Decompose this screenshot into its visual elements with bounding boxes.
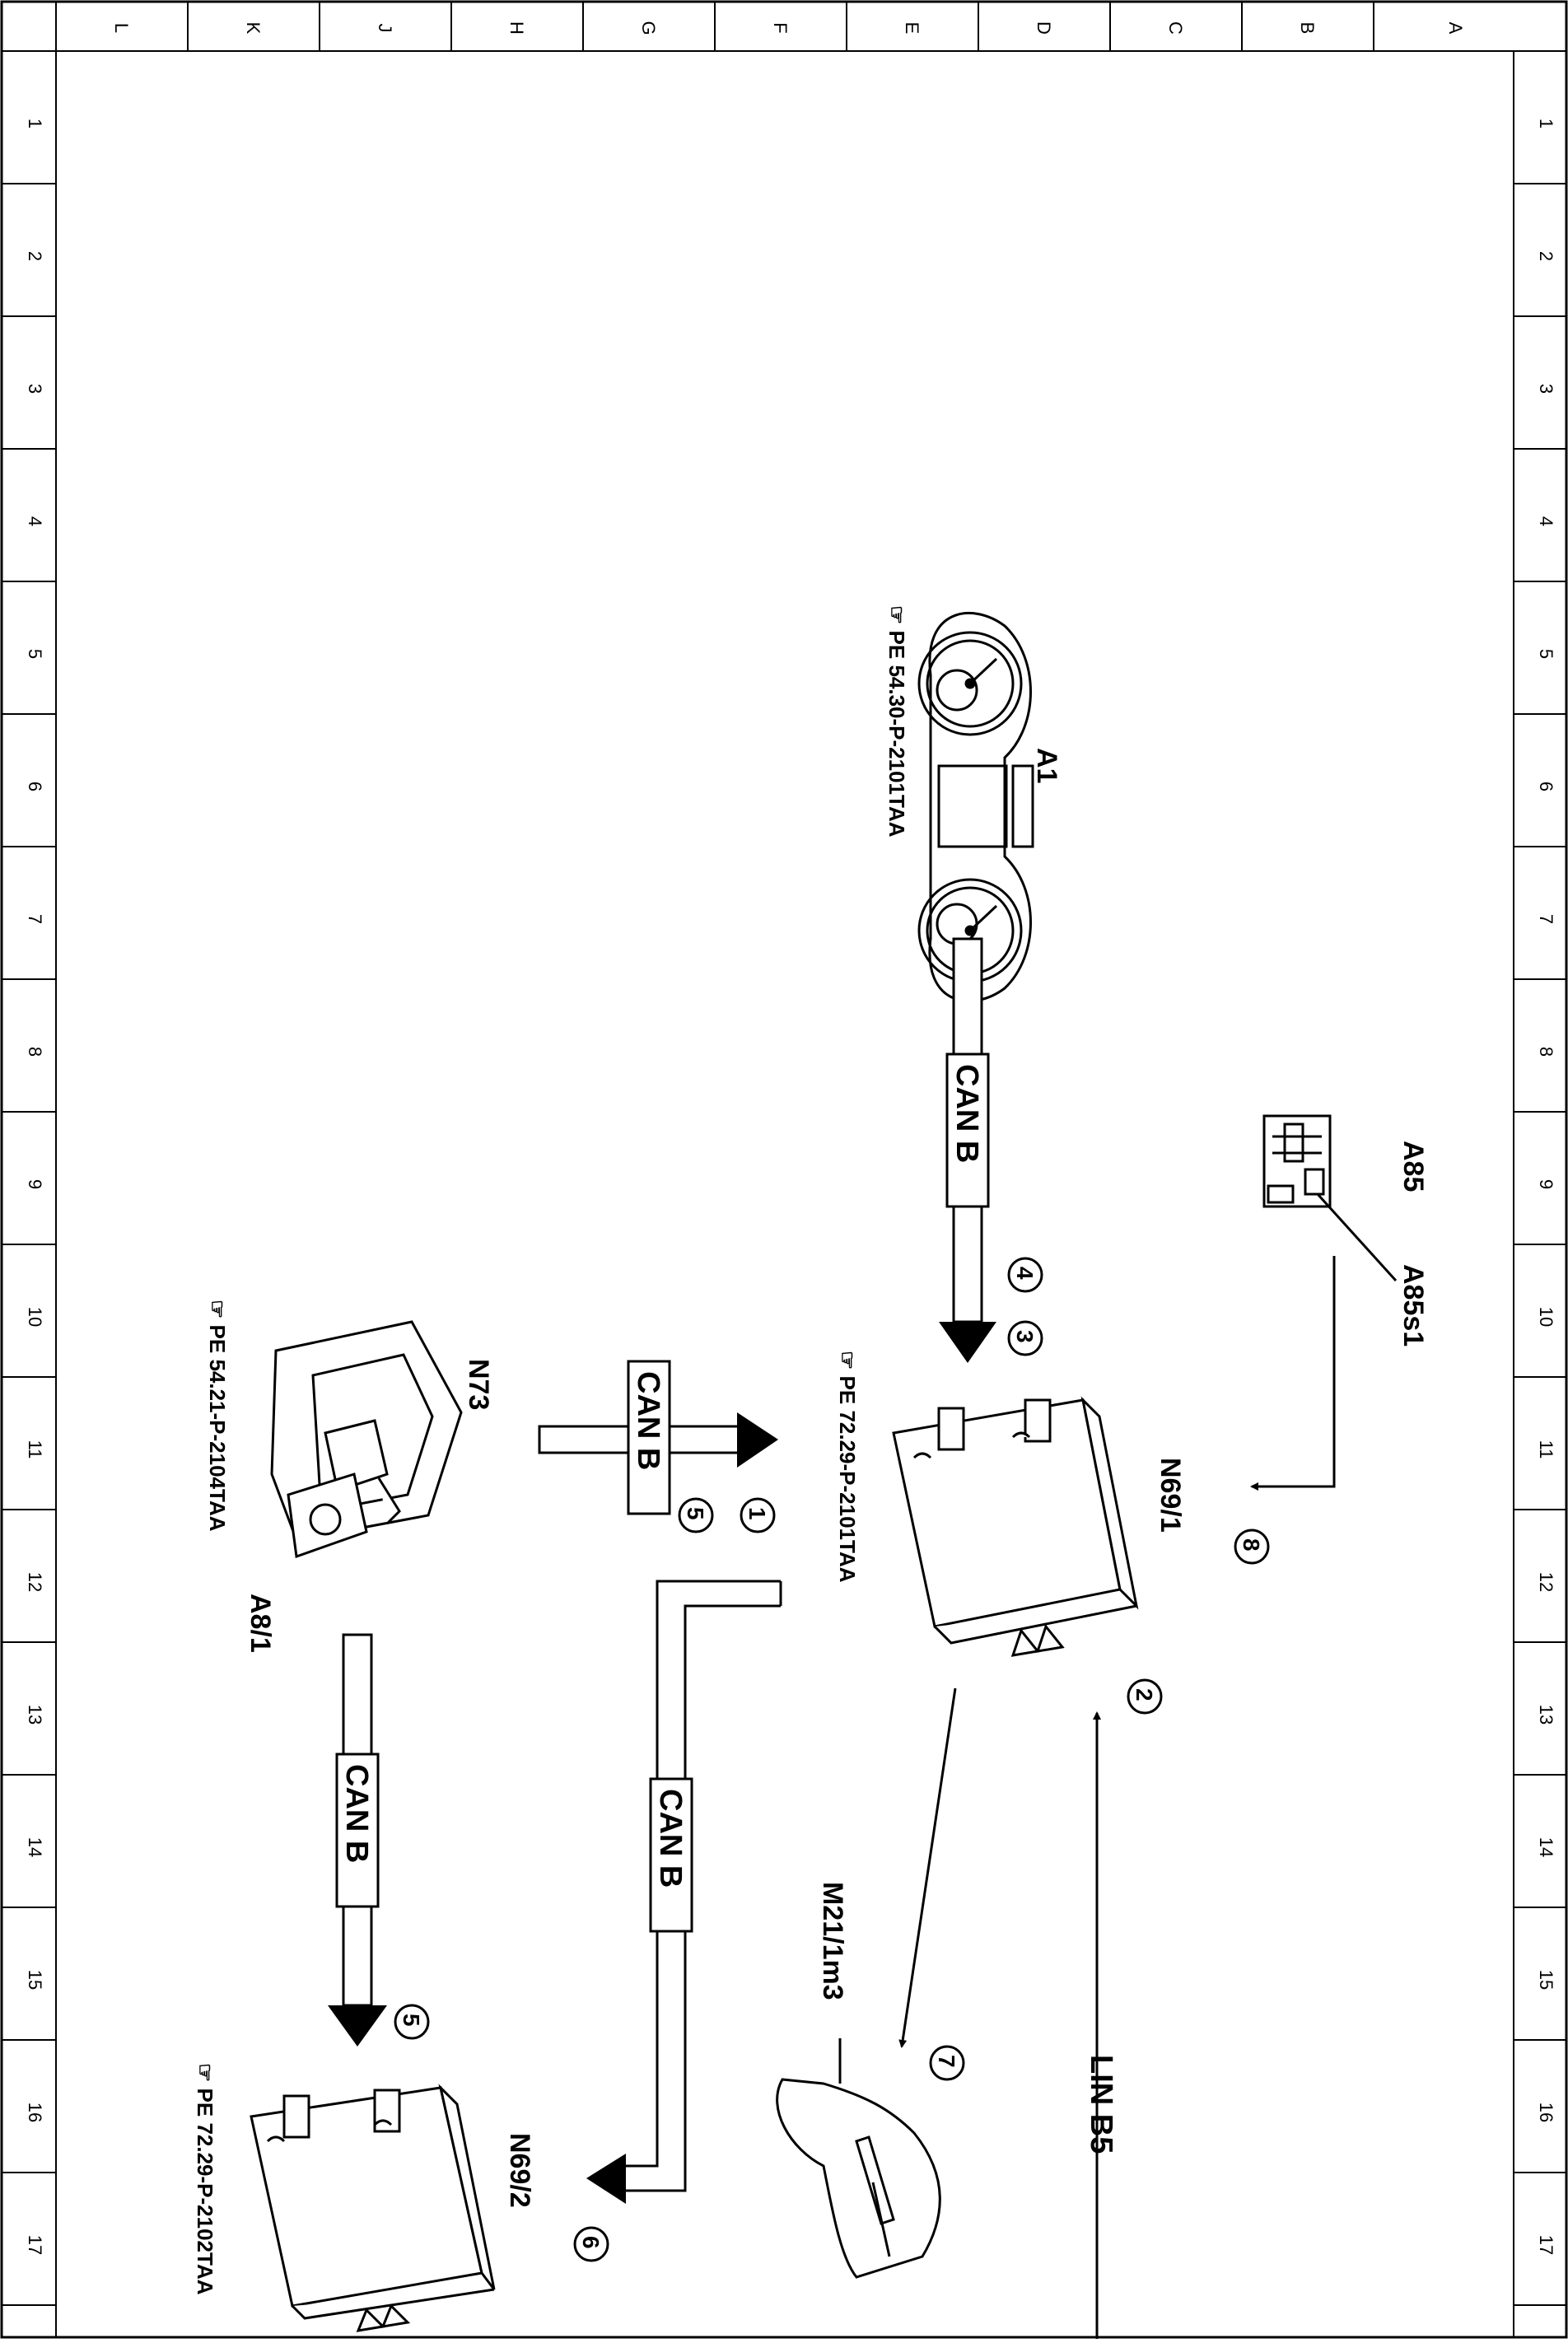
row-label: 12 bbox=[25, 1572, 45, 1592]
row-label: 7 bbox=[25, 914, 45, 924]
line-a85-to-n69-1 bbox=[1250, 1256, 1336, 1491]
row-label: 1 bbox=[25, 119, 45, 128]
col-label: F bbox=[770, 22, 791, 33]
col-label: H bbox=[506, 21, 527, 35]
can-b-line-3 bbox=[586, 1580, 782, 2204]
row-label: 16 bbox=[1536, 2103, 1556, 2122]
bus-label-can-b-2: CAN B bbox=[631, 1371, 665, 1470]
step-marker-3: 3 bbox=[1007, 1320, 1043, 1356]
svg-text:5: 5 bbox=[683, 1507, 708, 1520]
row-label: 4 bbox=[25, 516, 45, 526]
col-label: K bbox=[243, 22, 264, 35]
row-label: 9 bbox=[1536, 1179, 1556, 1189]
col-label: D bbox=[1034, 21, 1054, 35]
row-label: 3 bbox=[25, 384, 45, 394]
bus-label-can-b-1: CAN B bbox=[950, 1064, 984, 1163]
label-a1: A1 bbox=[1031, 748, 1062, 783]
label-n69-1: N69/1 bbox=[1155, 1458, 1186, 1533]
can-b-line-1 bbox=[939, 937, 996, 1363]
col-label: G bbox=[638, 21, 659, 35]
label-n69-2: N69/2 bbox=[504, 2133, 535, 2208]
can-b-line-4 bbox=[328, 1633, 387, 2047]
row-label: 3 bbox=[1536, 384, 1556, 394]
row-label: 15 bbox=[25, 1970, 45, 1990]
row-label: 13 bbox=[1536, 1705, 1556, 1725]
label-n73: N73 bbox=[463, 1359, 494, 1410]
window-motor-icon bbox=[776, 2078, 941, 2279]
col-label: L bbox=[111, 23, 132, 33]
row-label: 5 bbox=[25, 649, 45, 659]
step-marker-2: 2 bbox=[1127, 1678, 1163, 1715]
bus-label-can-b-3: CAN B bbox=[653, 1789, 688, 1888]
col-label: E bbox=[902, 22, 922, 35]
row-label: 9 bbox=[25, 1179, 45, 1189]
row-label: 17 bbox=[1536, 2235, 1556, 2255]
svg-text:2: 2 bbox=[1132, 1688, 1157, 1701]
row-label: 8 bbox=[1536, 1047, 1556, 1057]
label-a85s1: A85s1 bbox=[1398, 1264, 1429, 1347]
steering-lock-icon bbox=[1262, 1114, 1332, 1208]
ref-n69-1: ☞ PE 72.29-P-2101TAA bbox=[835, 1351, 860, 1583]
door-control-module-icon bbox=[892, 1396, 1139, 1657]
step-marker-5-top: 5 bbox=[678, 1497, 714, 1533]
ignition-switch-icon bbox=[270, 1320, 463, 1559]
svg-text:1: 1 bbox=[744, 1507, 770, 1520]
row-label: 8 bbox=[25, 1047, 45, 1057]
row-label: 10 bbox=[1536, 1307, 1556, 1327]
row-label: 14 bbox=[1536, 1837, 1556, 1857]
bus-label-lin-b5: LIN B5 bbox=[1084, 2055, 1118, 2154]
row-label: 2 bbox=[1536, 251, 1556, 261]
row-label: 14 bbox=[25, 1837, 45, 1857]
label-m21: M21/1m3 bbox=[817, 1882, 848, 2000]
bus-label-can-b-4: CAN B bbox=[339, 1764, 374, 1863]
col-label: A bbox=[1445, 22, 1466, 35]
svg-text:7: 7 bbox=[934, 2055, 959, 2068]
door-control-module-2-icon bbox=[250, 2084, 496, 2332]
row-label: 7 bbox=[1536, 914, 1556, 924]
step-marker-6: 6 bbox=[573, 2226, 609, 2262]
ref-a1: ☞ PE 54.30-P-2101TAA bbox=[884, 605, 909, 838]
row-label: 6 bbox=[25, 782, 45, 791]
row-label: 5 bbox=[1536, 649, 1556, 659]
row-label: 4 bbox=[1536, 516, 1556, 526]
step-marker-8: 8 bbox=[1234, 1529, 1270, 1565]
svg-text:4: 4 bbox=[1012, 1267, 1038, 1280]
svg-text:3: 3 bbox=[1012, 1330, 1038, 1343]
svg-text:6: 6 bbox=[578, 2236, 604, 2249]
line-n69-1-to-m21 bbox=[898, 1687, 957, 2048]
svg-text:8: 8 bbox=[1239, 1538, 1264, 1552]
row-label: 17 bbox=[25, 2235, 45, 2255]
step-marker-7: 7 bbox=[929, 2045, 965, 2081]
row-label: 15 bbox=[1536, 1970, 1556, 1990]
col-label: C bbox=[1165, 21, 1186, 35]
ref-n73: ☞ PE 54.21-P-2104TAA bbox=[205, 1300, 230, 1532]
can-b-line-2 bbox=[538, 1360, 778, 1515]
row-label: 16 bbox=[25, 2103, 45, 2122]
row-label: 11 bbox=[1536, 1440, 1556, 1459]
step-marker-4: 4 bbox=[1007, 1257, 1043, 1293]
col-label: J bbox=[375, 24, 395, 33]
row-label: 2 bbox=[25, 251, 45, 261]
label-a8-1: A8/1 bbox=[245, 1594, 276, 1653]
step-marker-5-bottom: 5 bbox=[394, 2004, 430, 2040]
row-label: 11 bbox=[25, 1440, 45, 1459]
step-marker-1: 1 bbox=[740, 1497, 776, 1533]
label-a85: A85 bbox=[1398, 1141, 1429, 1192]
svg-text:5: 5 bbox=[399, 2014, 424, 2027]
ref-n69-2: ☞ PE 72.29-P-2102TAA bbox=[193, 2063, 217, 2295]
row-label: 12 bbox=[1536, 1572, 1556, 1592]
col-label: B bbox=[1297, 22, 1318, 35]
row-label: 1 bbox=[1536, 119, 1556, 128]
row-label: 10 bbox=[25, 1307, 45, 1327]
row-label: 6 bbox=[1536, 782, 1556, 791]
leader-a85s1 bbox=[1316, 1193, 1398, 1282]
row-label: 13 bbox=[25, 1705, 45, 1725]
